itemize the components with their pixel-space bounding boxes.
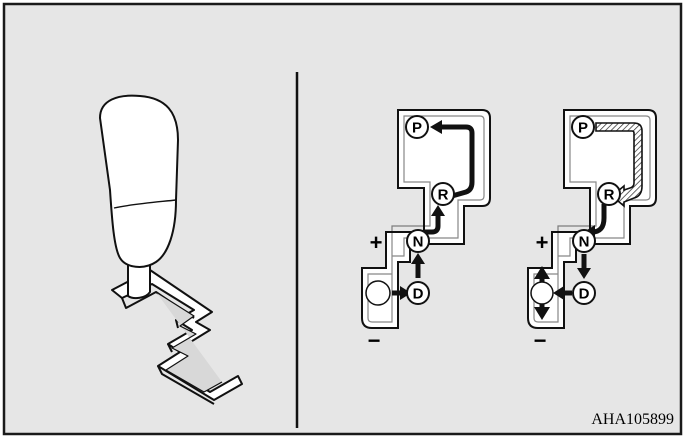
minus-sign: − xyxy=(534,328,547,353)
svg-text:R: R xyxy=(438,187,449,204)
svg-text:N: N xyxy=(579,234,590,251)
svg-text:P: P xyxy=(578,120,588,137)
position-neutral: N xyxy=(406,229,430,253)
right-shift-gate: P R N D + − xyxy=(527,109,657,353)
position-reverse: R xyxy=(431,182,455,206)
svg-text:D: D xyxy=(413,286,424,303)
position-park: P xyxy=(571,115,595,139)
position-reverse: R xyxy=(597,182,621,206)
manual-position-circle xyxy=(365,280,391,306)
svg-text:D: D xyxy=(579,286,590,303)
position-park: P xyxy=(405,115,429,139)
minus-sign: − xyxy=(368,328,381,353)
arrow-icon xyxy=(424,214,441,235)
manual-position-circle xyxy=(530,281,554,305)
svg-text:R: R xyxy=(604,187,615,204)
position-neutral: N xyxy=(572,229,596,253)
gate-outline xyxy=(361,109,491,329)
position-drive: D xyxy=(406,281,430,305)
gate-outline xyxy=(527,109,657,329)
svg-text:N: N xyxy=(413,234,424,251)
position-drive: D xyxy=(572,281,596,305)
shift-lever-icon xyxy=(99,94,243,405)
arrow-icon xyxy=(436,124,475,199)
figure-code: AHA105899 xyxy=(591,411,674,428)
plus-sign: + xyxy=(536,230,549,255)
svg-text:P: P xyxy=(412,120,422,137)
left-shift-gate: P R N D + − xyxy=(361,109,491,353)
plus-sign: + xyxy=(370,230,383,255)
